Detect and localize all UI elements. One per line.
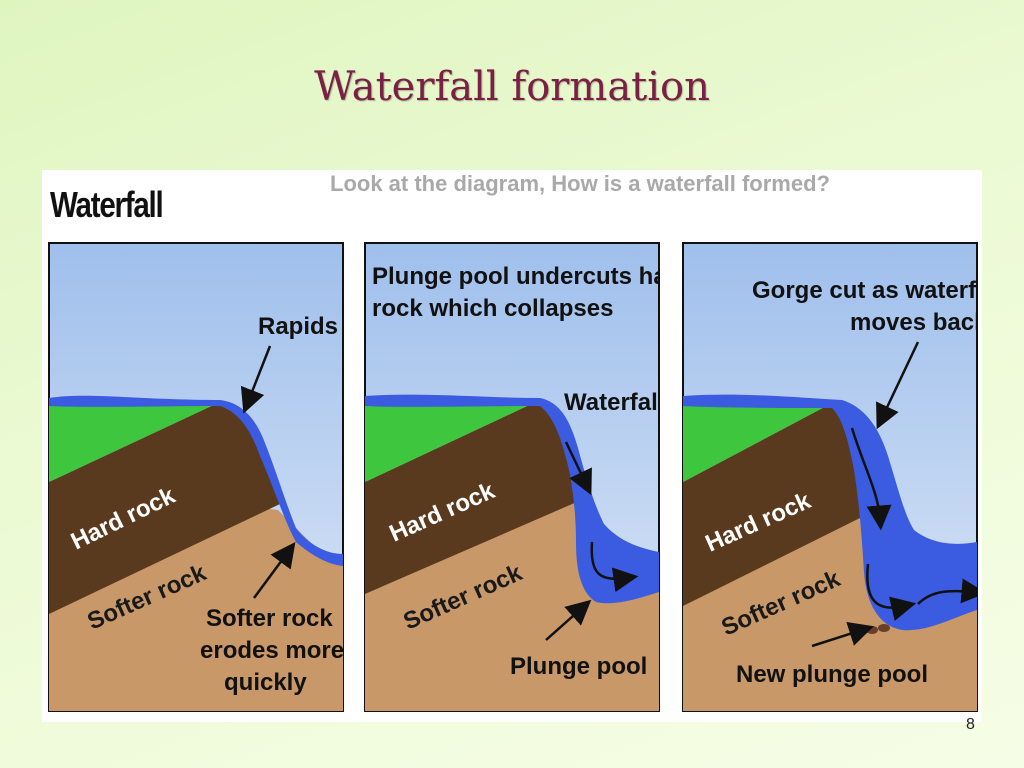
label-erodes-3: quickly bbox=[224, 669, 307, 696]
grass-bank bbox=[49, 400, 220, 482]
hard-rock-layer bbox=[49, 402, 280, 614]
label-new-plunge-pool: New plunge pool bbox=[736, 661, 928, 688]
label-erodes-2: erodes more bbox=[200, 637, 344, 664]
page-number: 8 bbox=[966, 716, 975, 733]
softer-rock-layer bbox=[49, 504, 343, 711]
arrow-erosion bbox=[252, 541, 296, 599]
hard-rock-layer bbox=[683, 402, 872, 606]
panel-gorge: Gorge cut as waterfall moves back Hard r… bbox=[682, 242, 978, 712]
label-waterfall: Waterfall bbox=[564, 389, 660, 416]
arrow-waterfall-flow bbox=[850, 427, 892, 531]
arrow-pool-flow bbox=[866, 563, 917, 621]
arrow-plunge-pool bbox=[545, 599, 592, 641]
label-erodes-1: Softer rock bbox=[206, 605, 333, 632]
slide-title: Waterfall formation bbox=[314, 64, 710, 110]
arrow-waterfall bbox=[564, 441, 592, 496]
caption-line-2: moves back bbox=[850, 309, 978, 336]
river-water bbox=[49, 395, 343, 566]
arrow-new-pool bbox=[811, 621, 874, 648]
grass-bank bbox=[365, 400, 540, 482]
hard-rock-layer bbox=[365, 400, 586, 594]
rock-debris bbox=[878, 624, 890, 632]
arrow-downstream bbox=[917, 578, 978, 605]
diagram-heading: Waterfall bbox=[50, 184, 164, 225]
softer-rock-layer bbox=[683, 514, 977, 711]
gorge-water bbox=[683, 394, 977, 631]
caption-line-2: rock which collapses bbox=[372, 295, 613, 322]
grass-bank bbox=[683, 400, 834, 482]
waterfall-diagram: Waterfall Rapids bbox=[42, 170, 982, 722]
label-rapids: Rapids bbox=[258, 313, 338, 340]
panel-plunge-pool: Plunge pool undercuts hard rock which co… bbox=[364, 242, 660, 712]
caption-line-1: Gorge cut as waterfall bbox=[752, 277, 978, 304]
arrow-rapids bbox=[240, 345, 272, 414]
question-text: Look at the diagram, How is a waterfall … bbox=[330, 171, 830, 196]
panel-rapids: Rapids Hard rock Softer rock Softer rock… bbox=[48, 242, 344, 712]
softer-rock-layer bbox=[365, 500, 659, 711]
arrow-pool-flow bbox=[590, 541, 639, 593]
caption-line-1: Plunge pool undercuts hard bbox=[372, 263, 660, 290]
label-plunge-pool: Plunge pool bbox=[510, 653, 647, 680]
rock-debris bbox=[866, 626, 878, 634]
arrow-gorge bbox=[876, 341, 920, 430]
waterfall-water bbox=[365, 394, 659, 604]
